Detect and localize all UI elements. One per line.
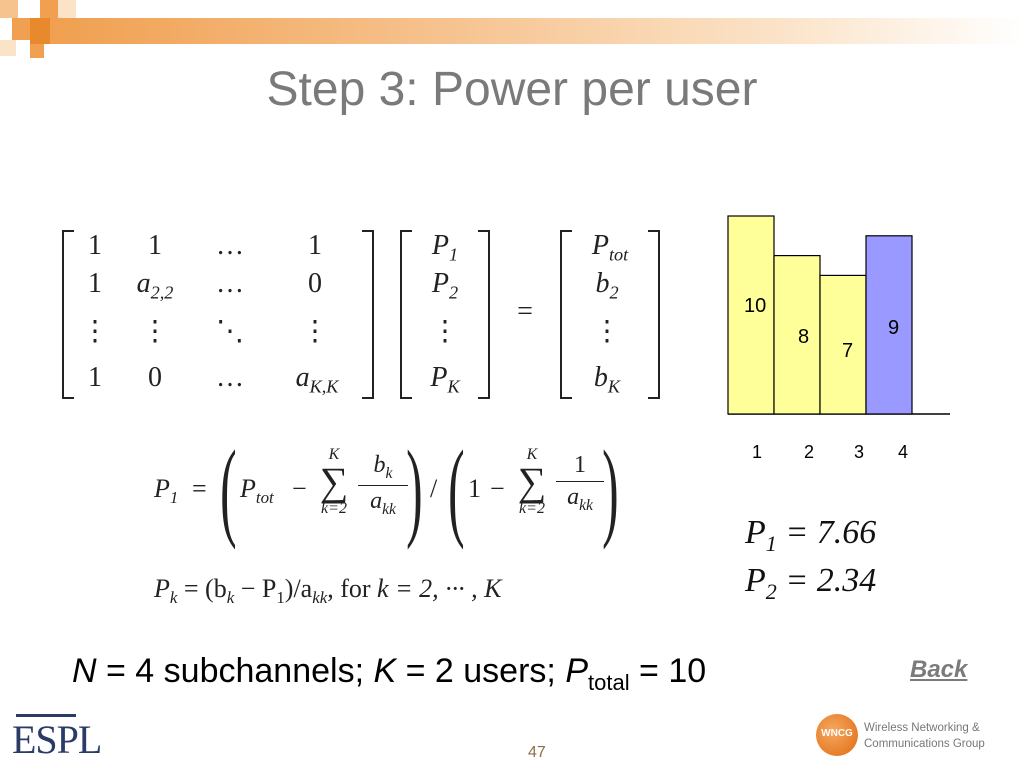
sum-symbol-1: K ∑ k=2 [319, 446, 349, 517]
slash-sign: / [430, 474, 438, 503]
espl-logo: ESPL [12, 712, 122, 762]
pvector-entry: P1 [431, 230, 459, 265]
right-paren: ) [602, 428, 619, 550]
pvector-left-bracket [400, 230, 412, 399]
rhs-right-bracket [648, 230, 660, 399]
chart-category-label: 1 [752, 442, 762, 462]
matrix-cell: 1 [88, 362, 102, 393]
chart-bar [865, 235, 913, 415]
matrix-cell: ⋮ [141, 316, 169, 347]
power-bar-chart: 10 1 8 2 7 3 9 4 [727, 215, 950, 462]
matrix-cell: … [216, 230, 244, 261]
wncg-logo: WNCG Wireless Networking & Communication… [816, 714, 1016, 764]
rhs-left-bracket [560, 230, 572, 399]
matrix-cell: ⋮ [81, 316, 109, 347]
slide-title: Step 3: Power per user [266, 63, 758, 116]
pvector-right-bracket [478, 230, 490, 399]
chart-bar [773, 254, 821, 415]
matrix-cell-a22: a2,2 [136, 268, 174, 303]
matrix-cell: ⋮ [301, 316, 329, 347]
chart-bar [727, 215, 775, 415]
matrix-cell: 0 [148, 362, 162, 393]
sum-symbol-2: K ∑ k=2 [517, 446, 547, 517]
problem-caption: N = 4 subchannels; K = 2 users; Ptotal =… [72, 652, 707, 695]
result-p1: P1 = 7.66 [745, 514, 877, 556]
chart-data-label: 10 [744, 295, 766, 317]
chart-category-label: 2 [804, 442, 814, 462]
pvector-entry: P2 [431, 268, 459, 303]
one-term: 1 [468, 474, 481, 503]
p1-equation: P1 = ( Ptot − K ∑ k=2 bk akk ) / ( 1 − K… [0, 434, 680, 550]
rhs-entry: bK [593, 362, 621, 397]
p1-equals: = [192, 474, 207, 503]
header-squares-decoration [0, 0, 80, 60]
chart-data-label: 7 [842, 340, 853, 362]
fraction-1-akk: 1 akk [556, 452, 604, 515]
back-link[interactable]: Back [910, 656, 968, 683]
p1-lhs: P1 [154, 474, 179, 508]
pvector-entry: ⋮ [431, 316, 459, 347]
minus-sign: − [490, 474, 505, 503]
matrix-cell: … [216, 268, 244, 299]
pvector-entry: PK [430, 362, 460, 397]
matrix-equation: 1 1 … 1 1 a2,2 … 0 ⋮ ⋮ ⋱ ⋮ 1 0 … aK,K P1… [0, 0, 680, 420]
chart-bar [819, 274, 867, 415]
result-p2: P2 = 2.34 [745, 562, 877, 604]
matrix-cell: 1 [308, 230, 322, 261]
matrix-cell: 1 [88, 268, 102, 299]
matrix-cell: 1 [148, 230, 162, 261]
left-paren: ( [448, 428, 465, 550]
matrix-cell: 0 [308, 268, 322, 299]
rhs-entry: b2 [595, 268, 619, 303]
left-paren: ( [220, 428, 237, 550]
pk-equation: Pk = (bk − P1)/akk, for k = 2, ··· , K [154, 574, 502, 608]
minus-sign: − [292, 474, 307, 503]
equals-sign: = [517, 296, 533, 327]
matrix-cell-akk: aK,K [295, 362, 339, 397]
chart-data-label: 8 [798, 326, 809, 348]
rhs-entry: Ptot [591, 230, 629, 265]
chart-data-label: 9 [888, 317, 899, 339]
matrix-cell: 1 [88, 230, 102, 261]
matrix-right-bracket [362, 230, 374, 399]
chart-category-label: 4 [898, 442, 908, 462]
fraction-bk-akk: bk akk [358, 452, 408, 519]
matrix-left-bracket [62, 230, 74, 399]
right-paren: ) [406, 428, 423, 550]
chart-category-label: 3 [854, 442, 864, 462]
ptot-term: Ptot [240, 474, 274, 508]
header-gradient-band [50, 18, 1024, 44]
rhs-entry: ⋮ [593, 316, 621, 347]
matrix-cell: … [216, 362, 244, 393]
page-number: 47 [528, 744, 546, 761]
matrix-cell: ⋱ [216, 316, 244, 347]
